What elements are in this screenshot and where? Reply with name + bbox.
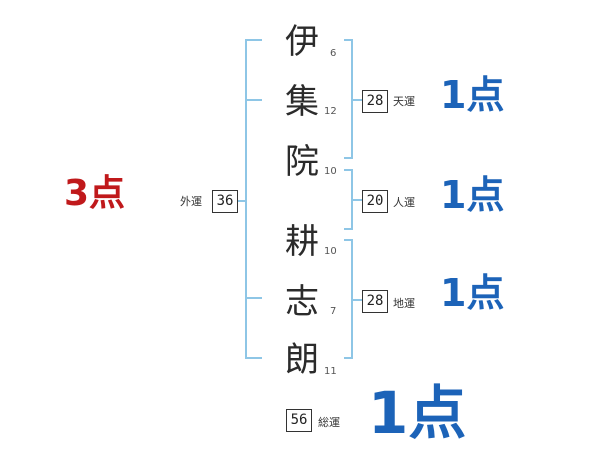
stroke-count-2: 12 [324,106,337,117]
earth-fortune-score: 1点 [440,271,505,315]
earth-fortune-value: 28 [362,290,388,313]
heaven-fortune-value: 28 [362,90,388,113]
person-fortune-score: 1点 [440,173,505,217]
name-char-4: 耕 [285,222,319,262]
name-char-1: 伊 [285,22,319,62]
total-fortune-label: 総運 [318,416,340,429]
stroke-count-5: 7 [330,306,337,317]
outer-fortune-value: 36 [212,190,238,213]
stroke-count-4: 10 [324,246,337,257]
heaven-fortune-score: 1点 [440,73,505,117]
outer-bracket [245,39,262,359]
stroke-count-1: 6 [330,48,337,59]
outer-fortune-label: 外運 [180,195,202,208]
outer-fortune-score: 3点 [64,173,126,214]
name-char-3: 院 [285,142,319,182]
name-char-5: 志 [285,282,319,322]
person-fortune-value: 20 [362,190,388,213]
earth-bracket [344,239,353,359]
person-bracket [344,169,353,230]
total-fortune-value: 56 [286,409,312,432]
name-char-6: 朗 [285,340,319,380]
heaven-fortune-label: 天運 [393,95,415,108]
earth-fortune-label: 地運 [393,297,415,310]
stroke-count-3: 10 [324,166,337,177]
person-fortune-label: 人運 [393,196,415,209]
stroke-count-6: 11 [324,366,337,377]
total-fortune-score: 1点 [368,379,467,447]
name-char-2: 集 [285,82,319,122]
